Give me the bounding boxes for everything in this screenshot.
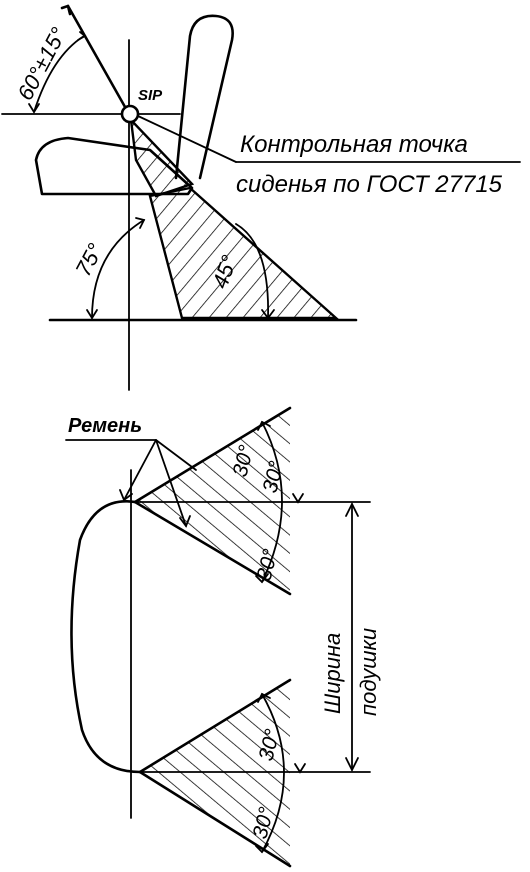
belt-arrow-2 — [179, 515, 191, 528]
cushion-width-label-line1: Ширина — [320, 633, 345, 714]
sip-leader-line — [137, 115, 237, 163]
cushion-width-label-line2: подушки — [356, 628, 381, 716]
side-view: SIP Контрольная точка сиденья по ГОСТ 27… — [1, 4, 521, 391]
sip-point — [120, 104, 140, 124]
belt-leader-2 — [155, 439, 187, 527]
belt-leader-3 — [155, 439, 197, 471]
zone-angle-arrow — [261, 309, 275, 320]
cushion-outline — [70, 499, 142, 774]
floor-angle-arc — [91, 219, 145, 319]
floor-angle-arrow-top — [135, 217, 146, 229]
upper-zone-arc-arrow-bottom — [255, 573, 269, 584]
back-angle-arrowhead — [60, 4, 72, 16]
upper-zone-arc — [261, 421, 283, 583]
width-arrow-top — [345, 501, 359, 517]
back-angle-line — [66, 4, 131, 116]
lower-belt-zone-fill — [140, 680, 290, 866]
top-view: Ремень 30° 30° 30° 30° 30° Ширина подушк… — [65, 406, 381, 868]
anchor-hatched-zone — [148, 186, 340, 320]
floor-angle-arrow-bottom — [86, 309, 98, 320]
sip-hatched-zone — [129, 116, 195, 198]
lower-zone-bottom-edge — [138, 770, 292, 868]
lower-zone-arc-arrow-top — [257, 692, 271, 703]
upper-zone-arc-arrow-top — [257, 420, 271, 431]
zone-angle-arc — [235, 223, 269, 319]
seat-back-outline — [174, 14, 234, 180]
belt-label: Ремень — [68, 415, 142, 437]
zone-dashed-edge — [149, 195, 183, 319]
sip-label: SIP — [138, 87, 163, 104]
width-arrow-bottom — [345, 757, 359, 773]
lower-zone-arc — [261, 693, 285, 853]
back-angle-arc-arrow-bottom — [28, 103, 40, 114]
seat-point-label-line1: Контрольная точка — [240, 131, 468, 158]
upper-zone-arc-arrow-mid — [292, 493, 304, 504]
belt-arrow-1 — [119, 489, 133, 502]
lower-zone-arc-arrow-bottom — [255, 843, 269, 854]
belt-leader-1 — [123, 439, 157, 501]
lower-zone-arc-arrow-mid — [294, 763, 306, 774]
upper-belt-zone-fill — [135, 408, 290, 594]
seat-point-label-line2: сиденья по ГОСТ 27715 — [236, 171, 503, 198]
floor-angle-label: 75° — [70, 239, 108, 280]
back-angle-arc-arrow-top — [77, 31, 87, 41]
